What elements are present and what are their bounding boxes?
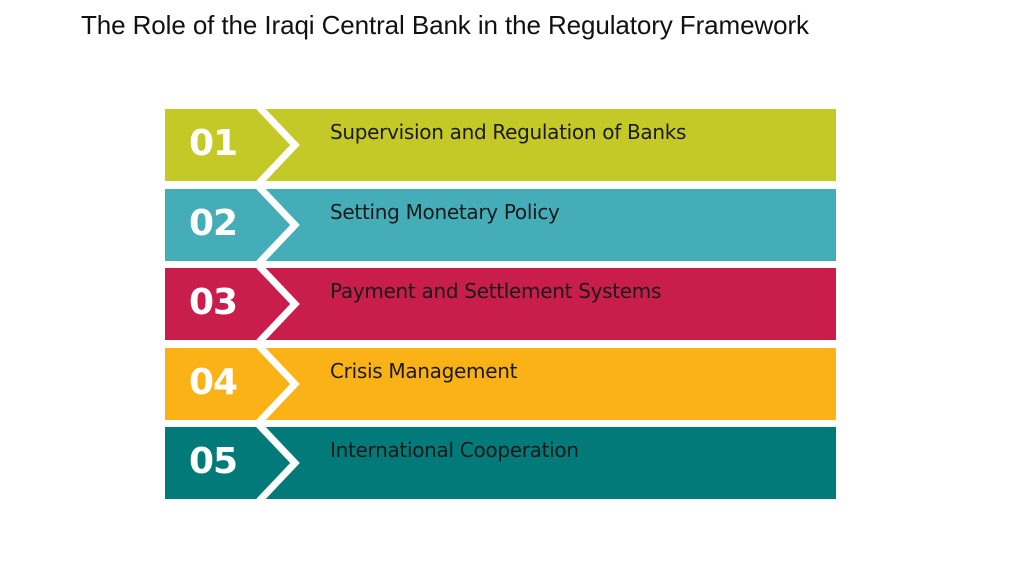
numbered-list: 01 Supervision and Regulation of Banks 0… xyxy=(165,109,836,507)
item-number: 02 xyxy=(189,202,238,244)
list-item-03: 03 Payment and Settlement Systems xyxy=(165,268,836,340)
chevron-right-icon xyxy=(256,347,300,420)
item-label: Setting Monetary Policy xyxy=(330,199,560,224)
list-item-05: 05 International Cooperation xyxy=(165,427,836,499)
item-label: Supervision and Regulation of Banks xyxy=(330,120,687,144)
chevron-right-icon xyxy=(256,188,300,261)
item-number: 04 xyxy=(189,361,238,403)
slide-title: The Role of the Iraqi Central Bank in th… xyxy=(81,10,809,40)
item-number: 03 xyxy=(189,282,238,323)
item-label: Crisis Management xyxy=(330,358,518,383)
item-label: Payment and Settlement Systems xyxy=(330,279,662,303)
item-number: 01 xyxy=(189,123,238,164)
chevron-right-icon xyxy=(256,109,300,181)
item-label: International Cooperation xyxy=(330,438,579,462)
item-number: 05 xyxy=(189,441,238,482)
chevron-right-icon xyxy=(256,427,300,499)
list-item-01: 01 Supervision and Regulation of Banks xyxy=(165,109,836,181)
list-item-02: 02 Setting Monetary Policy xyxy=(165,188,836,261)
list-item-04: 04 Crisis Management xyxy=(165,347,836,420)
chevron-right-icon xyxy=(256,268,300,340)
